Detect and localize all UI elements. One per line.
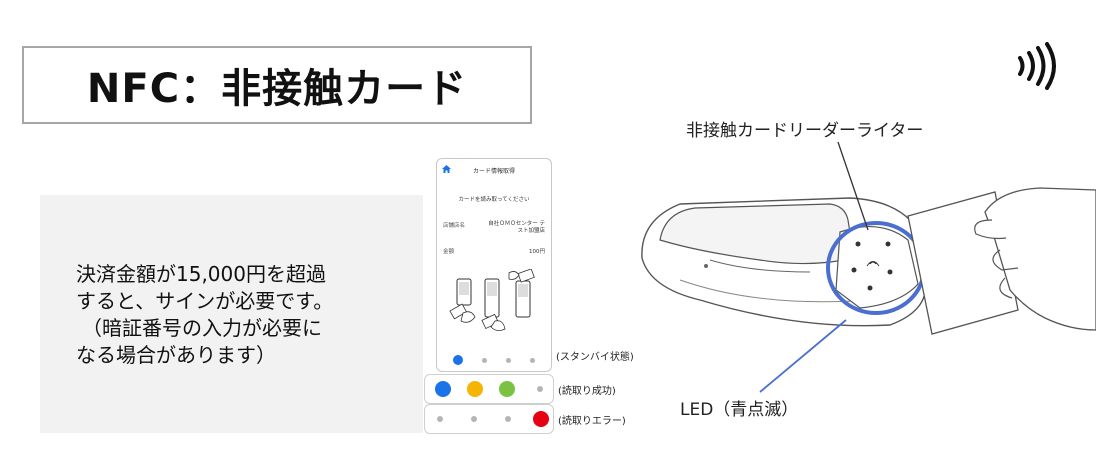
page-title: NFC：非接触カード xyxy=(86,66,468,112)
led-dot-blue xyxy=(435,381,451,397)
note-line: なる場合があります） xyxy=(76,343,276,367)
status-standby-label: (スタンバイ状態) xyxy=(556,352,634,363)
led-dot-yellow xyxy=(467,381,483,397)
note-panel: 決済金額が15,000円を超過 すると、サインが必要です。 （暗証番号の入力が必… xyxy=(40,195,423,433)
led-dot xyxy=(506,358,511,363)
note-line: すると、サインが必要です。 xyxy=(76,289,334,313)
card-tap-illustration xyxy=(449,269,535,331)
note-line: 決済金額が15,000円を超過 xyxy=(76,262,326,286)
led-dot xyxy=(530,358,535,363)
led-dot-gray xyxy=(505,416,511,422)
led-error-panel xyxy=(424,404,554,434)
reader-writer-label: 非接触カードリーダーライター xyxy=(686,121,924,141)
led-indicator-row xyxy=(437,355,551,365)
store-value: 自社ＯＭＯセンター テスト加盟店 xyxy=(488,221,545,234)
title-box: NFC：非接触カード xyxy=(22,46,532,124)
amount-label: 金額 xyxy=(443,249,455,255)
led-dot-gray xyxy=(537,386,543,392)
led-dot-gray xyxy=(471,416,477,422)
led-dot xyxy=(453,355,463,365)
store-label: 店舗店名 xyxy=(443,223,466,229)
amount-value: 100円 xyxy=(529,249,545,255)
contactless-icon xyxy=(1018,42,1056,90)
led-success-panel xyxy=(424,374,554,404)
screen-title: カード情報取得 xyxy=(472,168,515,175)
led-label: LED（青点滅） xyxy=(680,400,799,420)
led-dot xyxy=(482,358,487,363)
home-icon[interactable] xyxy=(442,165,451,173)
note-text: 決済金額が15,000円を超過 すると、サインが必要です。 （暗証番号の入力が必… xyxy=(76,261,416,369)
status-error-label: (読取りエラー) xyxy=(558,416,626,427)
led-dot-red xyxy=(533,411,549,427)
card-reader-device-illustration xyxy=(641,187,1096,335)
note-line: （暗証番号の入力が必要に xyxy=(82,316,322,340)
led-dot-green xyxy=(499,381,515,397)
phone-screen: カード情報取得 カードを読み取ってください 店舗店名 自社ＯＭＯセンター テスト… xyxy=(436,158,552,372)
screen-message: カードを読み取ってください xyxy=(458,197,530,203)
status-success-label: (読取り成功) xyxy=(558,386,616,397)
led-dot-gray xyxy=(437,416,443,422)
